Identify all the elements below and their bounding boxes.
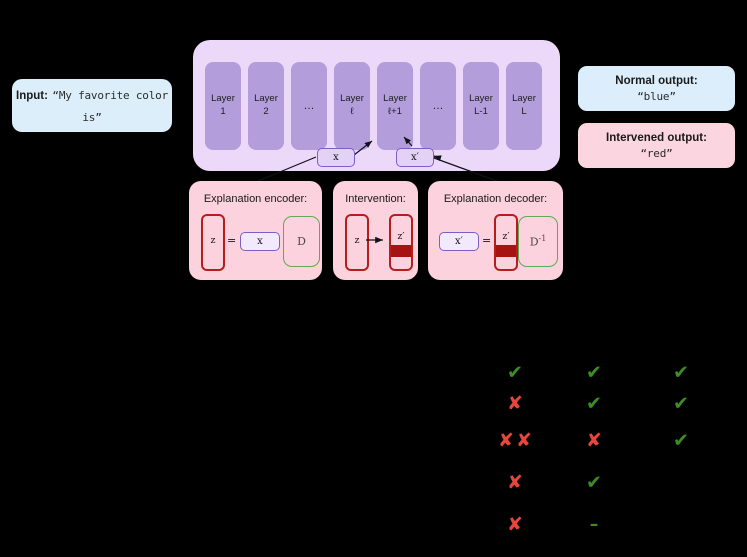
layer-index-3: … [303,100,315,112]
mark-r5c2: – [589,514,599,535]
normal-output-box: Normal output: “blue” [578,66,735,111]
intervened-output-box: Intervened output: “red” [578,123,735,168]
decoder-z-prime-label: z′ [502,231,510,242]
x-prime-tag: x′ [396,148,434,167]
input-box: Input: “My favorite color is” [12,79,172,132]
layer-name-4: Layer [340,93,364,105]
layer-index-7: L-1 [474,106,488,117]
explanation-encoder-title: Explanation encoder: [203,193,308,205]
mark-r1c1: ✔ [507,361,523,384]
intervened-output-value: “red” [640,146,673,160]
layer-index-4: ℓ [350,106,354,117]
intervention-z-prime-vector: z′ [389,214,413,271]
decoder-x-prime-tag: x′ [439,232,479,251]
mark-r2c2: ✔ [586,392,602,415]
mark-r3c3: ✔ [673,429,689,452]
layer-index-6: … [432,100,444,112]
intervention-box: Intervention: z z′ [333,181,418,280]
intervention-z-prime-fill [391,245,411,257]
intervention-arrow [366,236,383,244]
layer-name-7: Layer [469,93,493,105]
decoder-z-prime-vector: z′ [494,214,518,271]
layer-block-ellipsis-left: … [291,62,327,150]
mark-r1c2: ✔ [586,361,602,384]
layer-name-2: Layer [254,93,278,105]
mark-r1c3: ✔ [673,361,689,384]
decoder-equals: = [482,234,492,247]
layer-index-5: ℓ+1 [388,106,402,117]
layer-name-8: Layer [512,93,536,105]
normal-output-label: Normal output: [615,74,698,87]
mark-r2c3: ✔ [673,392,689,415]
x-tag: x [317,148,355,167]
mark-r3c1-b: ✘ [516,429,532,452]
intervention-z-label: z [354,235,360,246]
mark-r4c1: ✘ [507,471,523,494]
mark-r4c2: ✔ [586,471,602,494]
intervention-z-vector: z [345,214,369,271]
layer-name-5: Layer [383,93,407,105]
decoder-z-prime-fill [496,245,516,257]
normal-output-value: “blue” [637,89,676,103]
comparison-mark-matrix: ✔ ✔ ✔ ✘ ✔ ✔ ✘ ✘ ✘ ✔ ✘ ✔ ✘ – [440,340,747,557]
intervention-title: Intervention: [345,193,406,205]
layer-name-1: Layer [211,93,235,105]
encoder-x-tag: x [240,232,280,251]
intervention-z-prime-label: z′ [397,231,405,242]
input-label: Input: [16,89,48,102]
encoder-equals: = [227,234,237,247]
input-text: “My favorite color is” [52,88,168,124]
layer-index-2: 2 [263,106,269,117]
layer-block-ellipsis-right: … [420,62,456,150]
decoder-dict-exponent: -1 [538,234,547,244]
mark-r2c1: ✘ [507,392,523,415]
decoder-dictionary-D-inverse: D-1 [518,216,558,267]
layer-index-8: L [521,106,527,117]
encoder-z-vector: z [201,214,225,271]
encoder-z-label: z [210,235,216,246]
explanation-decoder-title: Explanation decoder: [443,193,548,205]
mark-r5c1: ✘ [507,513,523,536]
intervened-output-label: Intervened output: [606,131,707,144]
explanation-encoder-box: Explanation encoder: z = x D [189,181,322,280]
layer-index-1: 1 [220,106,226,117]
explanation-decoder-box: Explanation decoder: x′ = z′ D-1 [428,181,563,280]
decoder-dict-base: D [529,235,539,249]
mark-r3c1-a: ✘ [498,429,514,452]
mark-r3c2: ✘ [586,429,602,452]
encoder-dictionary-D: D [283,216,320,267]
